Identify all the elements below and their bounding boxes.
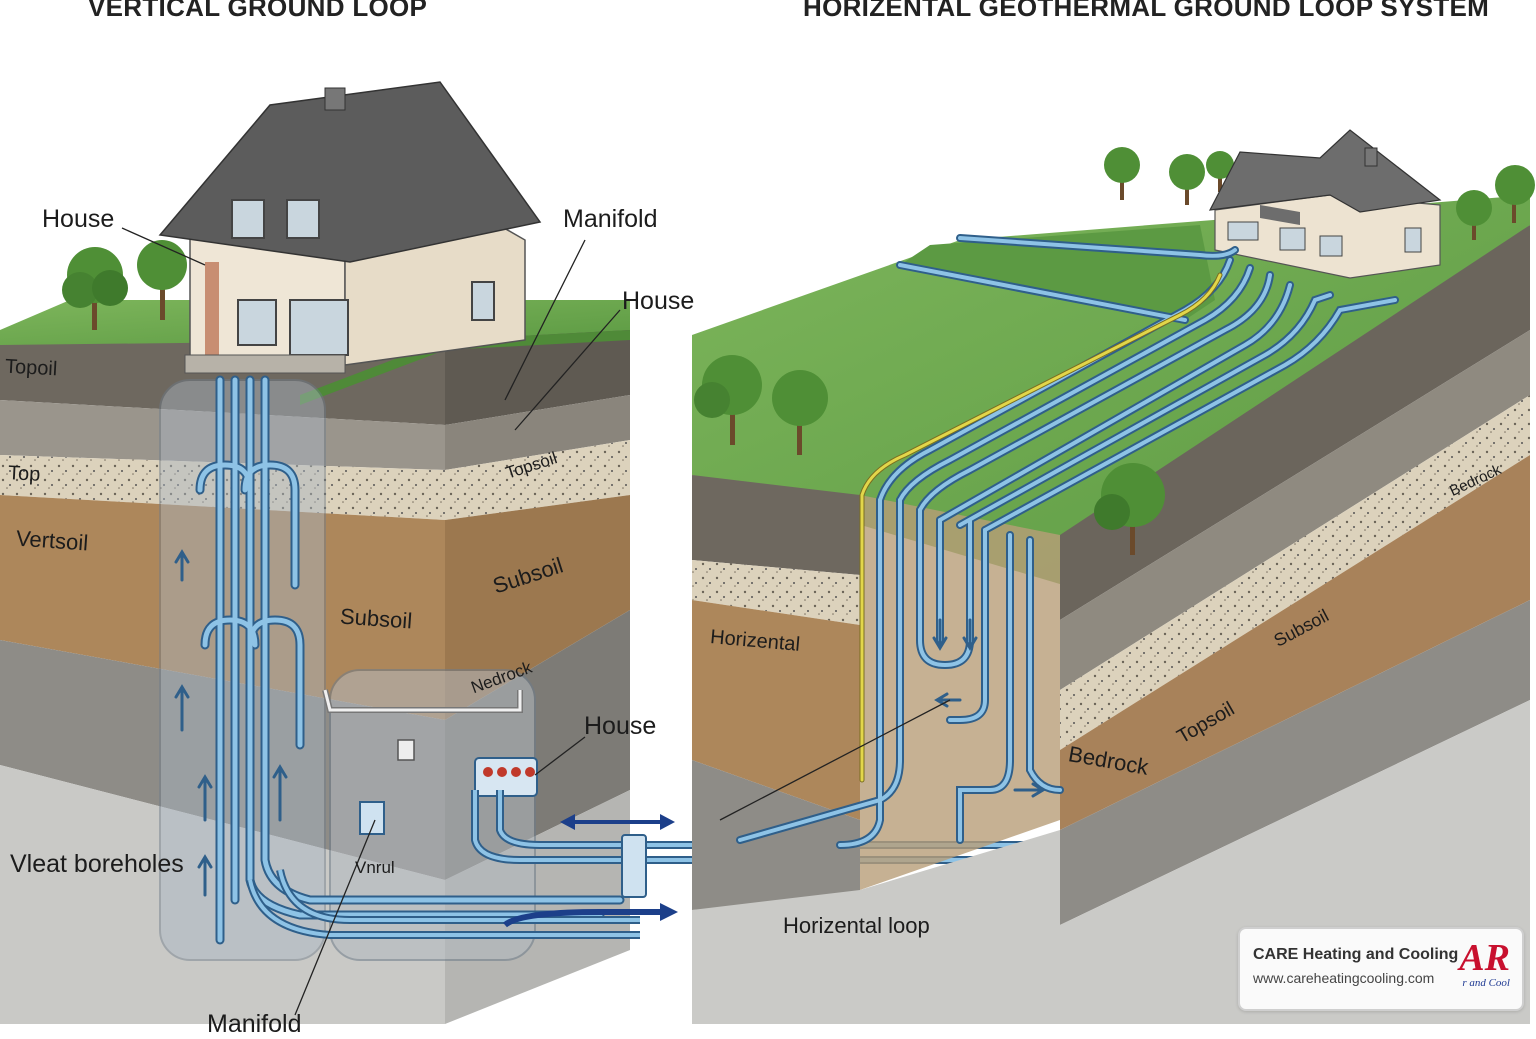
equipment-pit: [329, 669, 536, 961]
label-vertsoil: Vertsoil: [15, 525, 89, 556]
left-trees: [62, 240, 187, 330]
label-house-1: House: [42, 205, 115, 233]
left-manifold-system: [246, 689, 1060, 939]
right-front-deep: [692, 760, 860, 910]
left-ground-block: [0, 300, 630, 1024]
right-front-subsoil: [692, 600, 860, 820]
label-unit: Vnrul: [355, 858, 395, 877]
right-side-gravel: [1060, 330, 1530, 690]
label-boreholes: Vleat boreholes: [10, 850, 184, 878]
borehole-field: [159, 379, 326, 961]
left-side-gravel: [445, 395, 630, 470]
left-side-sand: [445, 440, 630, 520]
left-house: [158, 81, 542, 374]
label-house-2: House: [622, 287, 695, 315]
right-title: HORIZENTAL GEOTHERMAL GROUND LOOP SYSTEM: [803, 0, 1490, 22]
label-manifold-1: Manifold: [563, 205, 658, 233]
brand-logo-text: AR: [1459, 937, 1510, 979]
center-connector: [503, 814, 678, 928]
label-topsoil-1: Topoil: [4, 355, 58, 381]
right-side-sand: [1060, 395, 1530, 750]
right-side-topsoil: [1060, 225, 1530, 620]
brand-logo: AR r and Cool: [1454, 939, 1510, 997]
leader-lines: [121, 227, 951, 1016]
label-house-3: House: [584, 712, 657, 740]
left-side-subsoil: [445, 495, 630, 720]
right-house: [1208, 129, 1442, 279]
label-manifold-2: Manifold: [207, 1010, 302, 1038]
right-front-topsoil: [692, 475, 860, 575]
right-trees: [694, 147, 1535, 555]
brand-logo-sub: r and Cool: [1462, 977, 1510, 989]
right-horizontal-pipes: [736, 234, 1399, 849]
brand-card[interactable]: CARE Heating and Cooling www.careheating…: [1238, 927, 1524, 1011]
label-top: Top: [7, 462, 41, 486]
right-side-bedrock: [1060, 600, 1530, 925]
left-title: VERTICAL GROUND LOOP: [88, 0, 428, 22]
brand-url[interactable]: www.careheatingcooling.com: [1253, 970, 1435, 986]
label-horizontal-loop: Horizental loop: [783, 913, 930, 938]
right-ground-block: [692, 195, 1530, 1024]
right-side-subsoil: [1060, 455, 1530, 830]
label-subsoil-1: Subsoil: [339, 603, 413, 634]
right-front-gravel: [692, 560, 860, 625]
brand-name: CARE Heating and Cooling: [1253, 946, 1459, 963]
